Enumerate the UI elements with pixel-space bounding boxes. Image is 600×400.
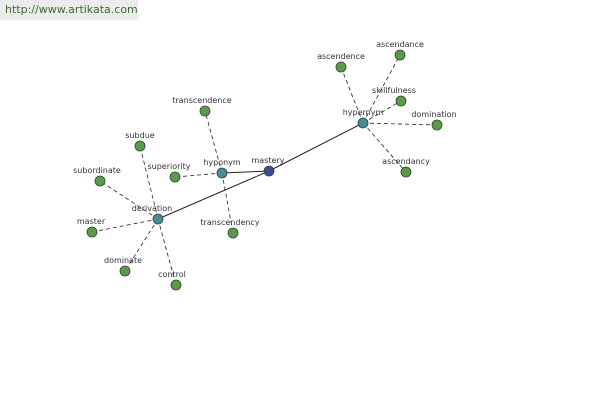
edge-derivation-control bbox=[157, 218, 177, 286]
node-derivation[interactable]: derivation bbox=[132, 204, 172, 225]
node-ascendancy[interactable]: ascendancy bbox=[382, 157, 430, 178]
edge-mastery-hyponym bbox=[221, 170, 270, 174]
node-dot-superiority[interactable] bbox=[169, 171, 181, 183]
node-dot-derivation[interactable] bbox=[152, 213, 164, 225]
node-domination[interactable]: domination bbox=[411, 110, 457, 131]
node-label-mastery: mastery bbox=[252, 156, 285, 165]
edge-hyponym-transcendence bbox=[204, 110, 223, 174]
node-label-subdue: subdue bbox=[125, 131, 154, 140]
nodes-layer: mastery hypernym hyponym derivation ascenden… bbox=[73, 40, 457, 291]
edges-layer bbox=[91, 54, 438, 286]
node-mastery[interactable]: mastery bbox=[252, 156, 285, 177]
node-ascendence[interactable]: ascendence bbox=[317, 52, 365, 73]
node-label-transcendence: transcendence bbox=[172, 96, 231, 105]
node-subordinate[interactable]: subordinate bbox=[73, 166, 121, 187]
node-transcendency[interactable]: transcendency bbox=[200, 218, 260, 239]
node-dot-domination[interactable] bbox=[431, 119, 443, 131]
node-dot-master[interactable] bbox=[86, 226, 98, 238]
edge-mastery-derivation bbox=[157, 170, 270, 220]
node-label-dominate: dominate bbox=[104, 256, 142, 265]
edge-hypernym-skillfulness bbox=[362, 100, 402, 124]
node-subdue[interactable]: subdue bbox=[125, 131, 155, 152]
node-dot-ascendancy[interactable] bbox=[400, 166, 412, 178]
node-master[interactable]: master bbox=[77, 217, 106, 238]
node-dot-hypernym[interactable] bbox=[357, 117, 369, 129]
node-label-ascendancy: ascendancy bbox=[382, 157, 430, 166]
node-label-transcendency: transcendency bbox=[200, 218, 259, 227]
edge-hypernym-ascendancy bbox=[362, 122, 407, 173]
edge-mastery-hypernym bbox=[268, 122, 364, 172]
node-superiority[interactable]: superiority bbox=[147, 162, 191, 183]
edge-hypernym-ascendance bbox=[362, 54, 401, 124]
node-label-ascendance: ascendance bbox=[376, 40, 424, 49]
node-label-control: control bbox=[158, 270, 186, 279]
node-label-subordinate: subordinate bbox=[73, 166, 121, 175]
edge-derivation-subdue bbox=[139, 145, 159, 220]
node-dot-hyponym[interactable] bbox=[216, 167, 228, 179]
node-dot-ascendance[interactable] bbox=[394, 49, 406, 61]
node-dot-subdue[interactable] bbox=[134, 140, 146, 152]
node-label-hyponym: hyponym bbox=[203, 158, 241, 167]
node-label-domination: domination bbox=[411, 110, 456, 119]
node-dot-control[interactable] bbox=[170, 279, 182, 291]
node-label-derivation: derivation bbox=[132, 204, 172, 213]
edge-hyponym-superiority bbox=[174, 172, 223, 178]
edge-derivation-dominate bbox=[124, 218, 159, 272]
node-label-ascendence: ascendence bbox=[317, 52, 365, 61]
node-label-superiority: superiority bbox=[147, 162, 190, 171]
edge-derivation-subordinate bbox=[99, 180, 159, 220]
node-dot-ascendence[interactable] bbox=[335, 61, 347, 73]
node-dot-skillfulness[interactable] bbox=[395, 95, 407, 107]
edge-hypernym-ascendence bbox=[340, 66, 364, 124]
edge-hypernym-domination bbox=[362, 122, 438, 126]
node-dot-subordinate[interactable] bbox=[94, 175, 106, 187]
node-transcendence[interactable]: transcendence bbox=[172, 96, 232, 117]
edge-hyponym-transcendency bbox=[221, 172, 234, 234]
node-dot-transcendency[interactable] bbox=[227, 227, 239, 239]
node-hyponym[interactable]: hyponym bbox=[203, 158, 241, 179]
node-label-skillfulness: skillfulness bbox=[372, 86, 416, 95]
node-label-master: master bbox=[77, 217, 106, 226]
edge-derivation-master bbox=[91, 218, 159, 233]
node-hypernym[interactable]: hypernym bbox=[343, 108, 384, 129]
node-ascendance[interactable]: ascendance bbox=[376, 40, 424, 61]
node-control[interactable]: control bbox=[158, 270, 186, 291]
node-skillfulness[interactable]: skillfulness bbox=[372, 86, 416, 107]
watermark-url: http://www.artikata.com bbox=[0, 0, 138, 20]
node-dot-transcendence[interactable] bbox=[199, 105, 211, 117]
node-label-hypernym: hypernym bbox=[343, 108, 384, 117]
node-dot-dominate[interactable] bbox=[119, 265, 131, 277]
node-dominate[interactable]: dominate bbox=[104, 256, 142, 277]
node-dot-mastery[interactable] bbox=[263, 165, 275, 177]
